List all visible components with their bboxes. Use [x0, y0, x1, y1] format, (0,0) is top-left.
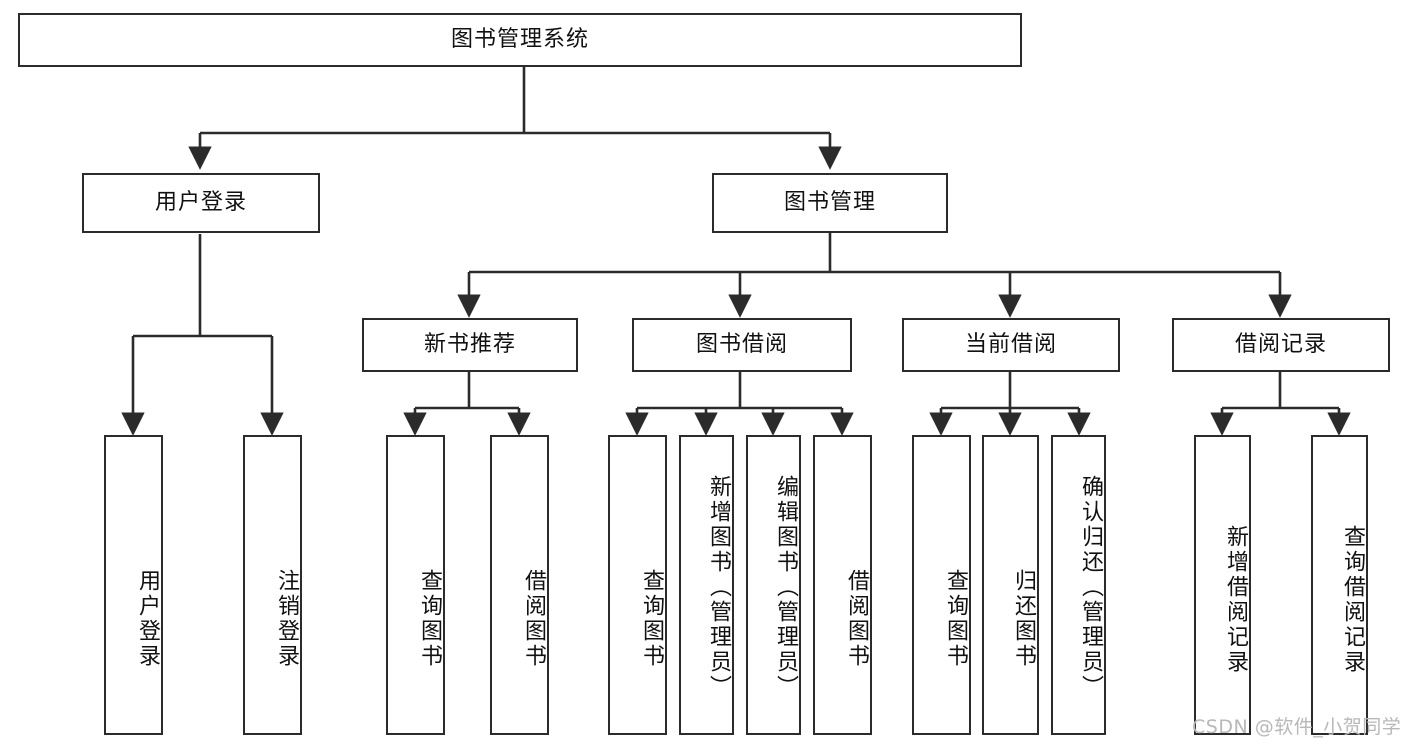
- leaf-query-book-a-label: 查询图书: [417, 569, 442, 669]
- node-new-book-rec-label: 新书推荐: [423, 331, 516, 357]
- node-user-login[interactable]: 用户登录: [82, 173, 320, 233]
- leaf-logout-label: 注销登录: [274, 569, 299, 669]
- leaf-borrow-book-b-label: 借阅图书: [844, 569, 869, 669]
- leaf-confirm-return-label: 确认归还（管理员）: [1078, 474, 1103, 700]
- node-current-borrow[interactable]: 当前借阅: [902, 318, 1120, 372]
- leaf-add-book-label: 新增图书（管理员）: [706, 474, 731, 700]
- leaf-add-record[interactable]: 新增借阅记录: [1194, 435, 1251, 735]
- leaf-borrow-book-b[interactable]: 借阅图书: [813, 435, 872, 735]
- leaf-query-book-c[interactable]: 查询图书: [912, 435, 971, 735]
- node-current-borrow-label: 当前借阅: [964, 331, 1057, 357]
- leaf-edit-book[interactable]: 编辑图书（管理员）: [746, 435, 801, 735]
- leaf-user-login-label: 用户登录: [135, 569, 160, 669]
- node-borrow-record-label: 借阅记录: [1234, 331, 1327, 357]
- leaf-query-book-a[interactable]: 查询图书: [386, 435, 445, 735]
- leaf-user-login[interactable]: 用户登录: [104, 435, 163, 735]
- leaf-query-record-label: 查询借阅记录: [1340, 525, 1365, 675]
- leaf-query-book-b-label: 查询图书: [639, 569, 664, 669]
- leaf-return-book-label: 归还图书: [1011, 569, 1036, 669]
- leaf-query-record[interactable]: 查询借阅记录: [1311, 435, 1368, 735]
- node-borrow-record[interactable]: 借阅记录: [1172, 318, 1390, 372]
- node-root[interactable]: 图书管理系统: [18, 13, 1022, 67]
- leaf-query-book-c-label: 查询图书: [943, 569, 968, 669]
- node-user-login-label: 用户登录: [154, 189, 247, 215]
- csdn-watermark: CSDN @软件_小贺同学: [1192, 716, 1402, 738]
- leaf-add-record-label: 新增借阅记录: [1223, 525, 1248, 675]
- leaf-add-book[interactable]: 新增图书（管理员）: [679, 435, 734, 735]
- leaf-edit-book-label: 编辑图书（管理员）: [773, 474, 798, 700]
- node-new-book-rec[interactable]: 新书推荐: [362, 318, 578, 372]
- leaf-query-book-b[interactable]: 查询图书: [608, 435, 667, 735]
- node-book-manage[interactable]: 图书管理: [712, 173, 948, 233]
- node-book-borrow-label: 图书借阅: [695, 331, 788, 357]
- leaf-confirm-return[interactable]: 确认归还（管理员）: [1051, 435, 1106, 735]
- leaf-logout[interactable]: 注销登录: [243, 435, 302, 735]
- node-book-borrow[interactable]: 图书借阅: [632, 318, 852, 372]
- leaf-borrow-book-a-label: 借阅图书: [521, 569, 546, 669]
- node-root-label: 图书管理系统: [450, 26, 589, 52]
- leaf-return-book[interactable]: 归还图书: [982, 435, 1039, 735]
- leaf-borrow-book-a[interactable]: 借阅图书: [490, 435, 549, 735]
- node-book-manage-label: 图书管理: [783, 189, 876, 215]
